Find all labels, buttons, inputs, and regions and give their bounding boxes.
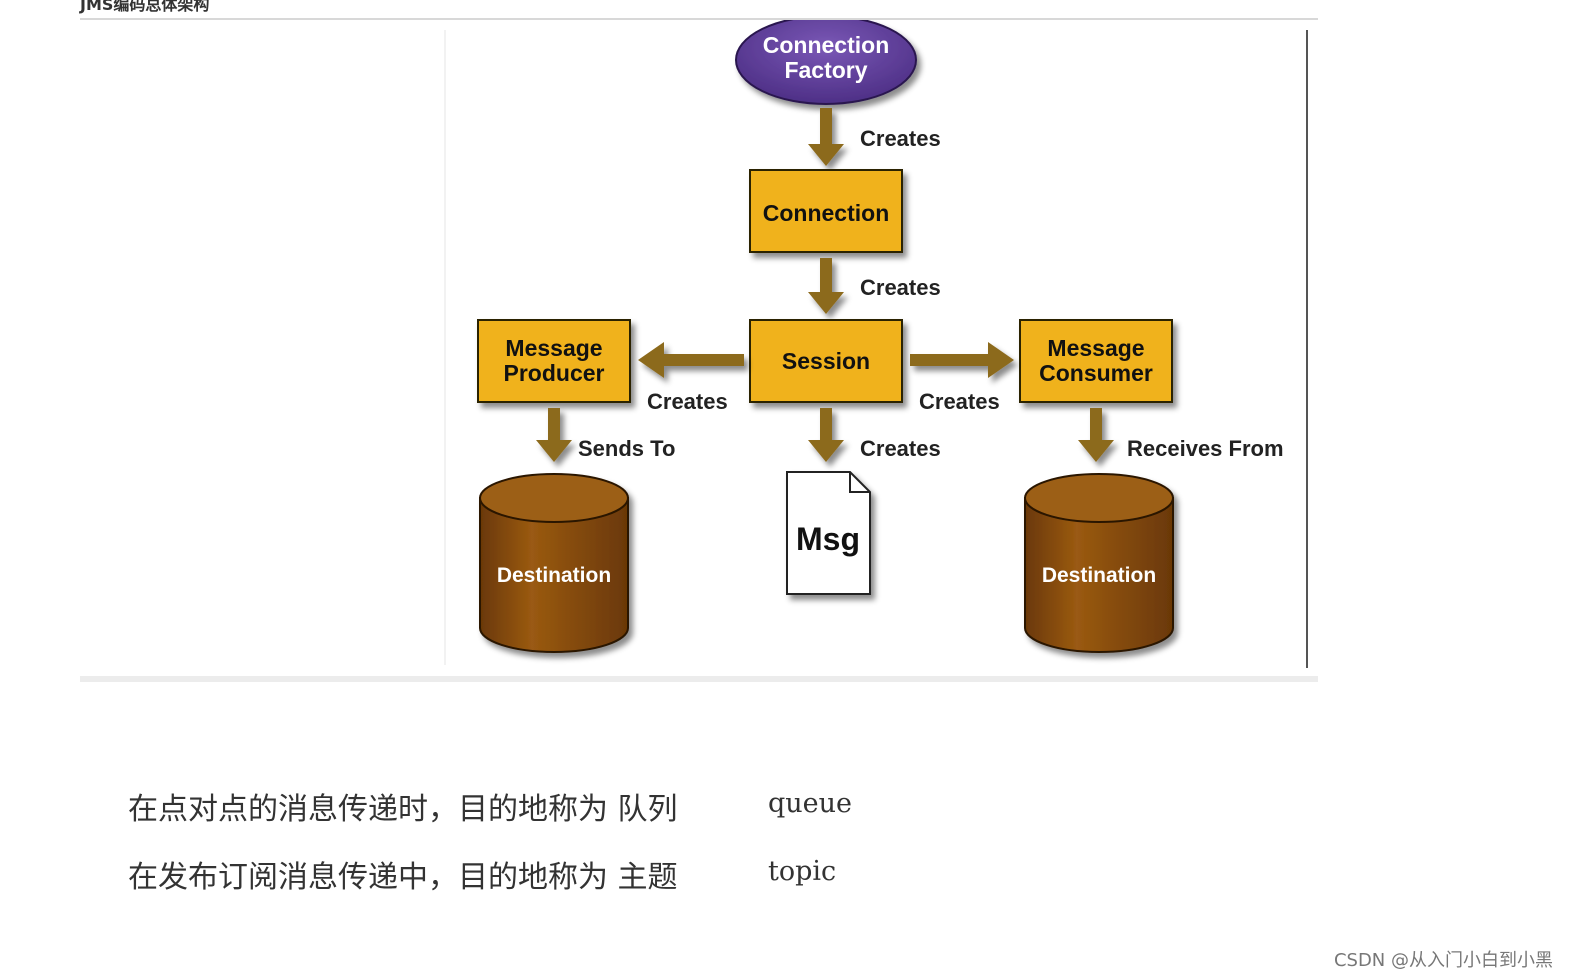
arrow-factory-to-connection [808,108,844,166]
arrow-producer-to-destination [536,408,572,462]
edge-label-session-to-consumer: Creates [919,389,1000,414]
edge-label-factory-to-connection: Creates [860,126,941,151]
edge-label-consumer-from-destination: Receives From [1127,436,1284,461]
destination-right-node [1024,473,1174,653]
connection-factory-label-1: Connection [763,32,890,58]
paragraph-queue: 在点对点的消息传递时，目的地称为 队列 [128,792,678,827]
edge-label-session-to-producer: Creates [647,389,728,414]
message-consumer-label-1: Message [1047,335,1144,361]
jms-architecture-diagram: Connection Factory Creates Connection Cr… [444,20,1308,668]
session-label: Session [782,348,870,374]
arrow-connection-to-session [808,258,844,314]
watermark: CSDN @从入门小白到小黑 [1333,950,1553,971]
msg-document-node [786,471,871,595]
code-queue: queue [768,788,853,819]
connection-node: Connection [749,169,903,253]
message-producer-label-2: Producer [504,360,605,386]
destination-right-label: Destination [1042,564,1156,587]
message-producer-node: Message Producer [477,319,631,403]
arrow-session-to-msg [808,408,844,462]
edge-label-connection-to-session: Creates [860,275,941,300]
bottom-divider [80,676,1318,682]
message-consumer-label-2: Consumer [1039,360,1153,386]
message-consumer-node: Message Consumer [1019,319,1173,403]
connection-factory-label-2: Factory [784,57,867,83]
msg-label: Msg [796,521,860,557]
top-divider [80,18,1318,20]
section-caption: JMS编码总体架构 [80,0,210,14]
arrow-session-to-producer [638,342,744,378]
arrow-consumer-to-destination [1078,408,1114,462]
connection-label: Connection [763,200,890,226]
code-topic: topic [768,856,837,887]
arrow-session-to-consumer [910,342,1014,378]
destination-left-label: Destination [497,564,611,587]
session-node: Session [749,319,903,403]
connection-factory-node: Connection Factory [735,20,917,105]
message-producer-label-1: Message [505,335,602,361]
destination-left-node [479,473,629,653]
edge-label-producer-to-destination: Sends To [578,436,675,461]
paragraph-topic: 在发布订阅消息传递中，目的地称为 主题 [128,860,678,895]
edge-label-session-to-msg: Creates [860,436,941,461]
